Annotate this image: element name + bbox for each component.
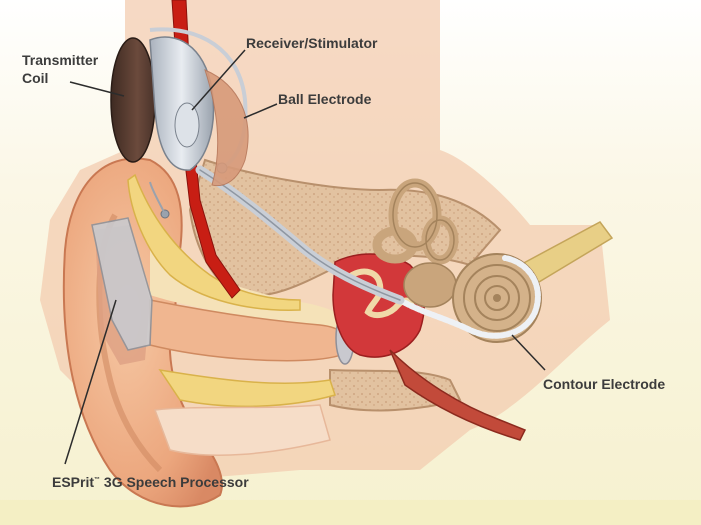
label-transmitter-coil-line2: Coil [22, 70, 48, 86]
vestibule [404, 263, 456, 307]
label-receiver-stimulator: Receiver/Stimulator [246, 35, 378, 51]
label-speech-processor-brand: ESPrit [52, 474, 94, 490]
bottom-band [0, 500, 701, 525]
label-contour-electrode: Contour Electrode [543, 376, 665, 392]
label-transmitter-coil-line1: Transmitter [22, 52, 98, 68]
label-speech-processor: ESPrit™ 3G Speech Processor [52, 472, 249, 490]
transmitter-coil [111, 38, 155, 162]
label-ball-electrode: Ball Electrode [278, 91, 371, 107]
label-speech-processor-rest: 3G Speech Processor [100, 474, 249, 490]
